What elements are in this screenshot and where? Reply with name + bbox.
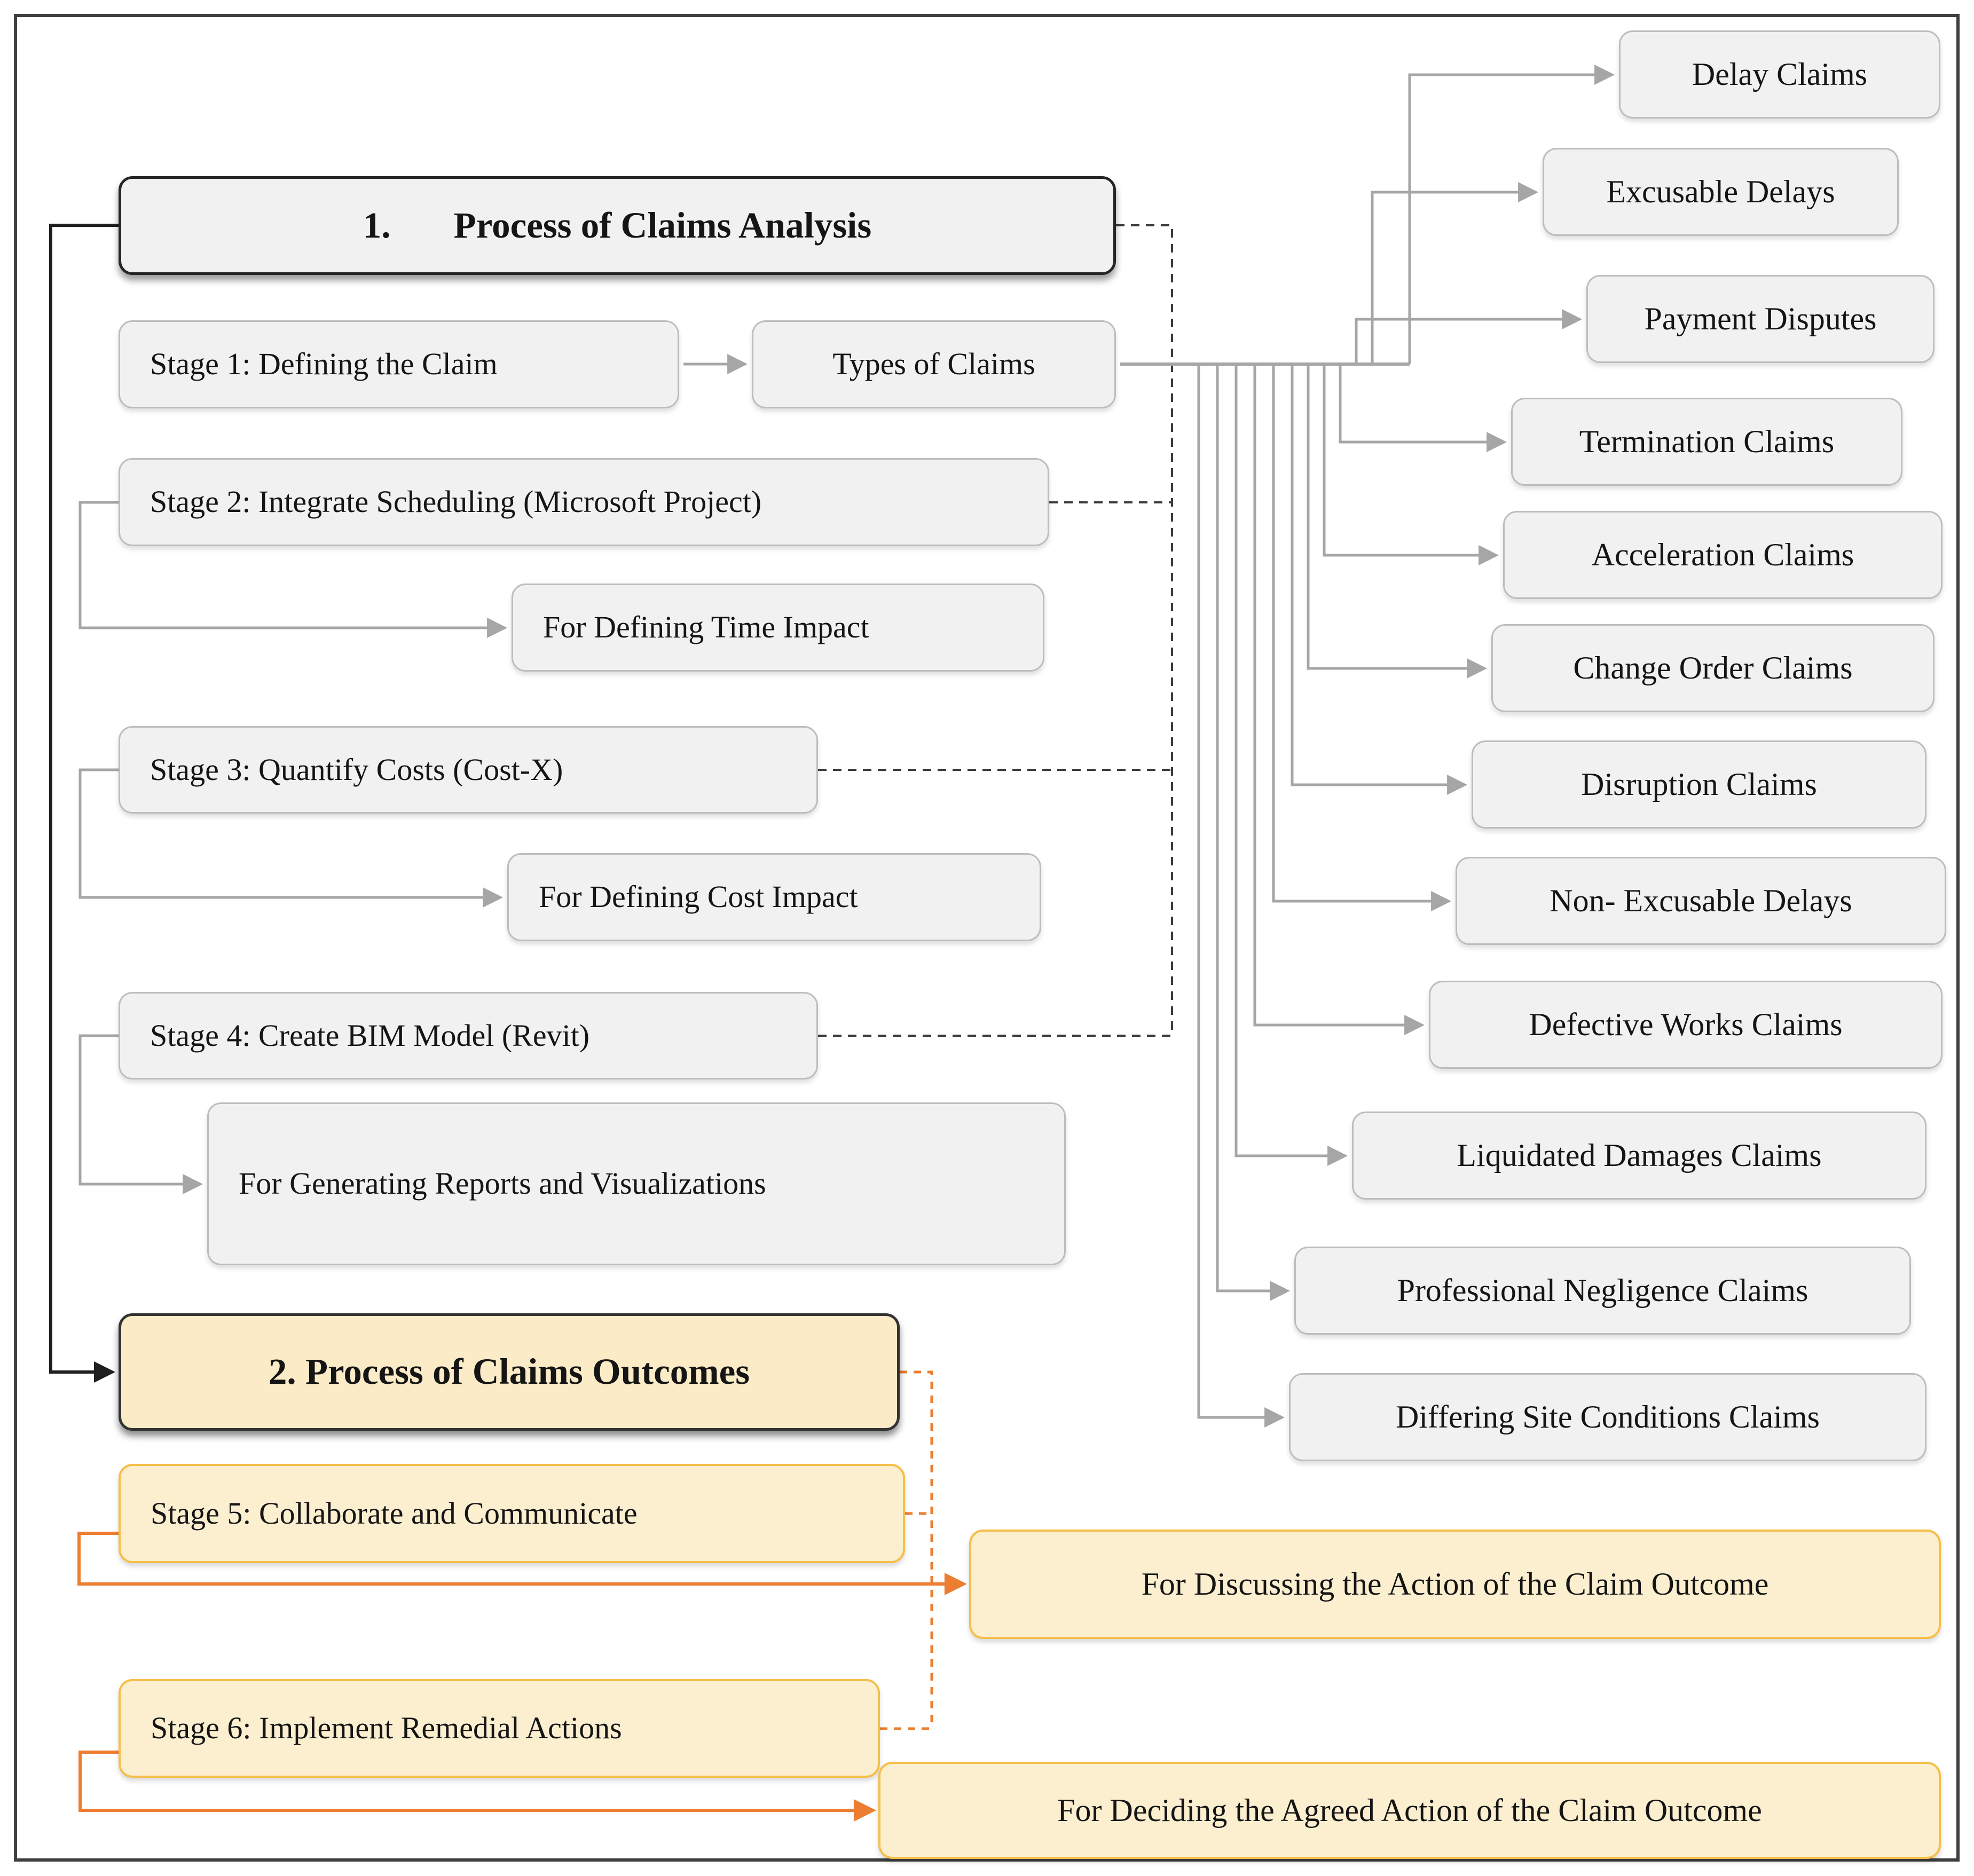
claim-differing-site-conditions-claims: Differing Site Conditions Claims [1289, 1373, 1926, 1461]
claim-defective-works-claims: Defective Works Claims [1429, 981, 1942, 1069]
branch-payment-disputes [1355, 309, 1583, 364]
claim-label: Differing Site Conditions Claims [1396, 1399, 1820, 1434]
dashed-connector-header2 [900, 1370, 933, 1729]
claim-label: Acceleration Claims [1591, 537, 1854, 572]
connector-stage6-to-decide [78, 1751, 876, 1822]
stage4-box: Stage 4: Create BIM Model (Revit) [119, 992, 818, 1079]
claim-label: Liquidated Damages Claims [1457, 1138, 1822, 1173]
branch-delay-claims [1408, 65, 1615, 364]
branch-differing-site-conditions-claims [1197, 364, 1285, 1428]
stage1-box: Stage 1: Defining the Claim [119, 320, 679, 408]
decide-outcome-label: For Deciding the Agreed Action of the Cl… [1057, 1792, 1762, 1828]
types-of-claims-box: Types of Claims [752, 320, 1116, 408]
claim-termination-claims: Termination Claims [1511, 398, 1902, 486]
claim-label: Professional Negligence Claims [1397, 1273, 1808, 1308]
claim-professional-negligence-claims: Professional Negligence Claims [1294, 1247, 1911, 1335]
stage5-label: Stage 5: Collaborate and Communicate [151, 1495, 638, 1531]
branch-non-excusable-delays [1272, 364, 1452, 911]
claim-liquidated-damages-claims: Liquidated Damages Claims [1352, 1112, 1926, 1200]
claim-label: Non- Excusable Delays [1550, 883, 1852, 918]
stage2-label: Stage 2: Integrate Scheduling (Microsoft… [150, 484, 762, 519]
section2-header: 2. Process of Claims Outcomes [119, 1313, 900, 1431]
reports-label: For Generating Reports and Visualization… [239, 1166, 766, 1201]
cost-impact-box: For Defining Cost Impact [507, 853, 1041, 941]
branch-disruption-claims [1291, 364, 1468, 795]
claim-label: Defective Works Claims [1529, 1007, 1843, 1042]
claim-label: Excusable Delays [1606, 174, 1835, 209]
stage3-box: Stage 3: Quantify Costs (Cost-X) [119, 726, 818, 814]
claim-non-excusable-delays: Non- Excusable Delays [1456, 857, 1946, 945]
claim-disruption-claims: Disruption Claims [1472, 740, 1926, 829]
section1-number: 1. [363, 204, 391, 246]
discuss-outcome-label: For Discussing the Action of the Claim O… [1141, 1566, 1769, 1602]
decide-outcome-box: For Deciding the Agreed Action of the Cl… [878, 1762, 1941, 1859]
cost-impact-label: For Defining Cost Impact [539, 879, 858, 915]
time-impact-label: For Defining Time Impact [543, 610, 869, 645]
branch-acceleration-claims [1323, 364, 1499, 565]
time-impact-box: For Defining Time Impact [512, 584, 1044, 672]
reports-box: For Generating Reports and Visualization… [207, 1102, 1066, 1265]
stage4-label: Stage 4: Create BIM Model (Revit) [150, 1018, 590, 1053]
connector-stage3-to-cost-impact [78, 768, 504, 908]
section1-header: 1. Process of Claims Analysis [119, 176, 1116, 275]
stage2-box: Stage 2: Integrate Scheduling (Microsoft… [119, 458, 1049, 546]
claim-payment-disputes: Payment Disputes [1586, 275, 1934, 363]
discuss-outcome-box: For Discussing the Action of the Claim O… [969, 1530, 1941, 1639]
branch-excusable-delays [1371, 182, 1539, 364]
stage6-box: Stage 6: Implement Remedial Actions [119, 1679, 880, 1778]
claim-label: Termination Claims [1579, 424, 1835, 459]
branch-defective-works-claims [1253, 364, 1425, 1035]
diagram-frame [14, 14, 1960, 1862]
connector-stage5-to-discuss [77, 1532, 967, 1595]
branch-liquidated-damages-claims [1234, 364, 1348, 1166]
types-of-claims-label: Types of Claims [832, 346, 1035, 382]
branch-change-order-claims [1307, 364, 1488, 679]
claim-label: Disruption Claims [1581, 767, 1817, 802]
stage1-label: Stage 1: Defining the Claim [150, 346, 498, 382]
claim-delay-claims: Delay Claims [1619, 30, 1940, 119]
section1-title: Process of Claims Analysis [453, 204, 872, 246]
claim-label: Delay Claims [1692, 57, 1868, 92]
branch-professional-negligence-claims [1216, 364, 1291, 1301]
claim-change-order-claims: Change Order Claims [1491, 624, 1934, 712]
claim-acceleration-claims: Acceleration Claims [1503, 511, 1942, 599]
section2-title: 2. Process of Claims Outcomes [268, 1351, 750, 1392]
claim-excusable-delays: Excusable Delays [1543, 148, 1899, 236]
claim-label: Payment Disputes [1644, 301, 1877, 336]
branch-termination-claims [1339, 364, 1507, 452]
dashed-connector-header1 [1116, 224, 1173, 1036]
stage5-box: Stage 5: Collaborate and Communicate [119, 1464, 905, 1563]
connector-section1-to-section2 [49, 224, 119, 1383]
claim-label: Change Order Claims [1573, 650, 1853, 685]
connector-stage2-to-time-impact [78, 501, 508, 638]
stage3-label: Stage 3: Quantify Costs (Cost-X) [150, 752, 563, 787]
connector-stage4-to-reports [78, 1034, 203, 1194]
stage6-label: Stage 6: Implement Remedial Actions [151, 1711, 622, 1746]
